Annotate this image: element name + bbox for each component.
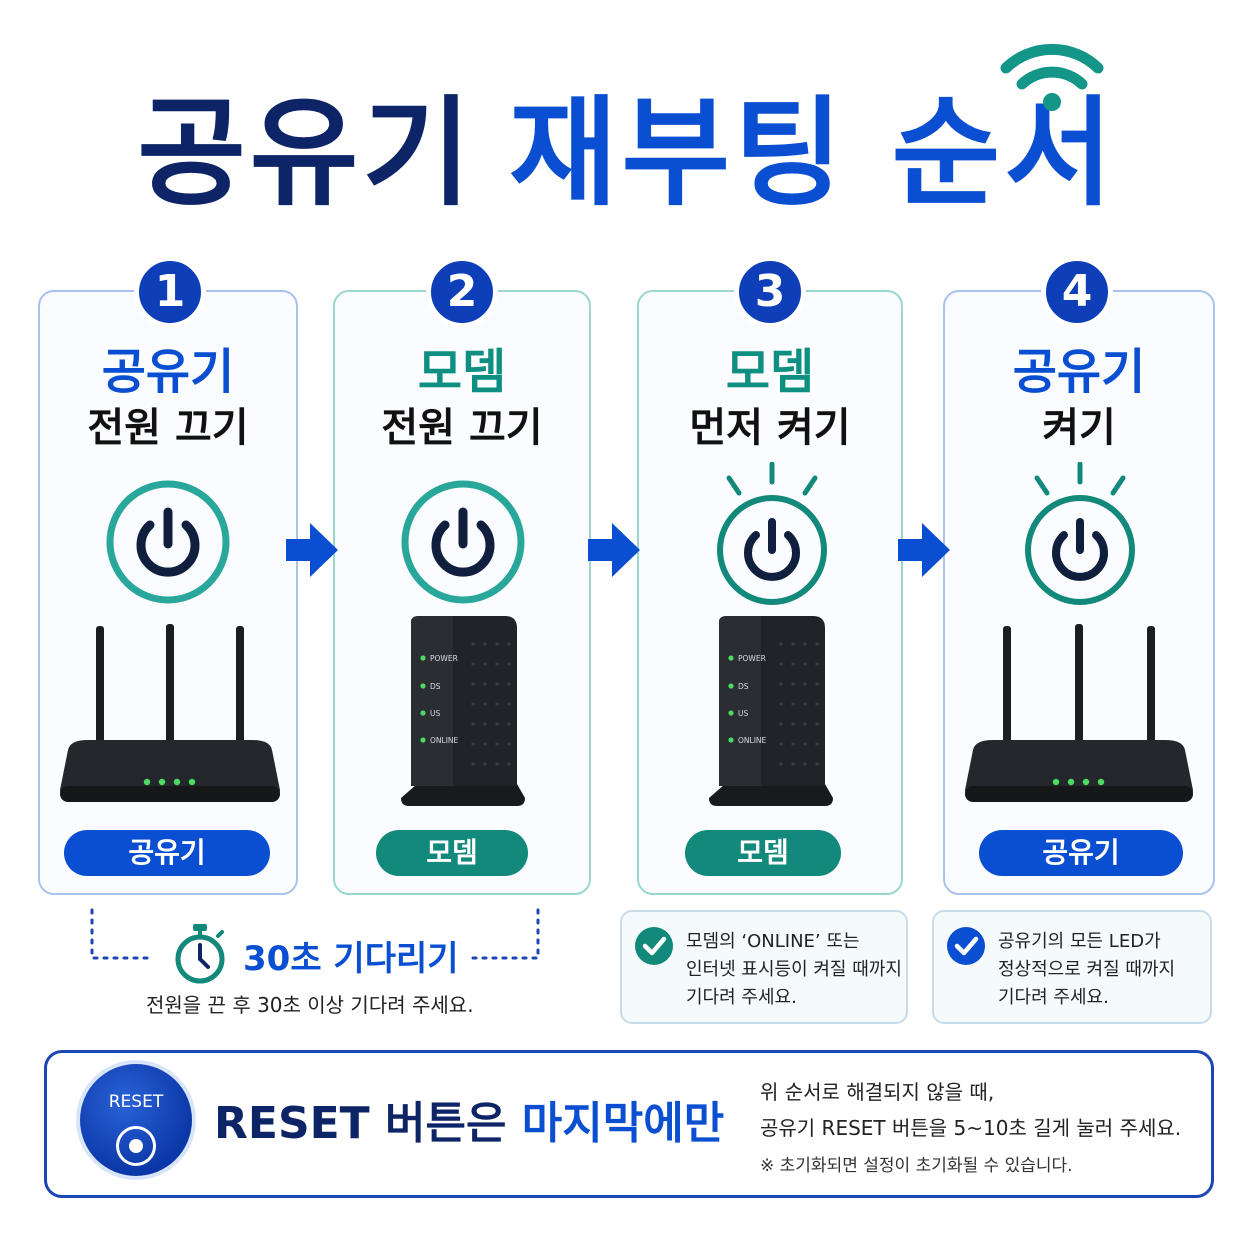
arrow-right-icon: [588, 523, 640, 577]
modem-led-label: ONLINE: [430, 736, 459, 745]
modem-led-label: US: [738, 709, 748, 718]
wait-bracket: [90, 908, 540, 960]
step-number-badge: 1: [134, 256, 206, 328]
reset-desc-line: 공유기 RESET 버튼을 5~10초 길게 눌러 주세요.: [760, 1116, 1182, 1140]
modem-image: POWER DS US ONLINE: [401, 616, 525, 806]
modem-led-label: ONLINE: [738, 736, 767, 745]
reset-headline-part2: 마지막에만: [521, 1098, 725, 1149]
reset-description: 위 순서로 해결되지 않을 때, 공유기 RESET 버튼을 5~10초 길게 …: [760, 1074, 1181, 1146]
note-line: 정상적으로 켜질 때까지: [998, 959, 1176, 980]
title-part2: 재부팅 순서: [508, 84, 1117, 222]
step-card-4: 4 공유기 켜기 공유기: [943, 256, 1215, 895]
reset-desc-line: 위 순서로 해결되지 않을 때,: [760, 1080, 995, 1104]
modem-led-label: POWER: [430, 654, 458, 663]
step-card-3: 3 모뎀 먼저 켜기 POWER DS US ONLINE: [637, 256, 903, 895]
step-number-badge: 3: [734, 256, 806, 328]
step-card-1: 1 공유기 전원 끄기 공유기: [38, 256, 298, 895]
note-line: 기다려 주세요.: [686, 987, 797, 1008]
power-on-icon: [717, 462, 827, 605]
wifi-icon: [1000, 43, 1104, 111]
note-text: 공유기의 모든 LED가 정상적으로 켜질 때까지 기다려 주세요.: [998, 928, 1175, 1012]
step-title: 공유기: [101, 344, 235, 400]
check-circle-icon: [946, 926, 986, 966]
step-number-badge: 4: [1041, 256, 1113, 328]
device-label-router: 공유기: [64, 830, 270, 876]
modem-led-label: DS: [430, 682, 441, 691]
note-line: 모뎀의 ‘ONLINE’ 또는: [686, 931, 860, 952]
reset-warning: ※ 초기화되면 설정이 초기화될 수 있습니다.: [760, 1156, 1073, 1176]
reset-button-icon: RESET: [80, 1064, 192, 1176]
note-line: 공유기의 모든 LED가: [998, 931, 1161, 952]
power-on-icon: [1025, 462, 1135, 605]
power-off-icon: [106, 480, 230, 604]
step-card-2: 2 모뎀 전원 끄기 POWER DS US ONLINE 모뎀: [333, 256, 591, 895]
step-subtitle: 전원 끄기: [87, 405, 249, 451]
step-title: 공유기: [1012, 344, 1146, 400]
note-line: 기다려 주세요.: [998, 987, 1109, 1008]
modem-image: POWER DS US ONLINE: [709, 616, 833, 806]
reset-headline: RESET 버튼은 마지막에만: [214, 1094, 724, 1154]
reset-button-label: RESET: [108, 1092, 164, 1112]
step-subtitle: 켜기: [1042, 405, 1116, 451]
step-number-badge: 2: [426, 256, 498, 328]
device-label-router: 공유기: [979, 830, 1183, 876]
note-line: 인터넷 표시등이 켜질 때까지: [686, 959, 902, 980]
wait-description: 전원을 끈 후 30초 이상 기다려 주세요.: [146, 993, 474, 1017]
wait-title: 30초 기다리기: [243, 939, 459, 979]
reset-panel: [44, 1050, 1214, 1198]
device-label-modem: 모뎀: [685, 830, 841, 876]
step-title: 모뎀: [417, 344, 507, 400]
modem-led-label: POWER: [738, 654, 766, 663]
step-title: 모뎀: [725, 344, 815, 400]
note-modem-online: 모뎀의 ‘ONLINE’ 또는 인터넷 표시등이 켜질 때까지 기다려 주세요.: [620, 910, 908, 1024]
power-off-icon: [401, 480, 525, 604]
device-label-modem: 모뎀: [376, 830, 528, 876]
note-router-led: 공유기의 모든 LED가 정상적으로 켜질 때까지 기다려 주세요.: [932, 910, 1212, 1024]
arrow-right-icon: [286, 523, 338, 577]
check-circle-icon: [634, 926, 674, 966]
stopwatch-icon: [175, 924, 225, 984]
title-part1: 공유기: [137, 84, 475, 222]
modem-led-label: DS: [738, 682, 749, 691]
modem-led-label: US: [430, 709, 440, 718]
step-subtitle: 먼저 켜기: [689, 405, 851, 451]
reset-headline-part1: RESET 버튼은: [214, 1098, 507, 1149]
step-subtitle: 전원 끄기: [381, 405, 543, 451]
note-text: 모뎀의 ‘ONLINE’ 또는 인터넷 표시등이 켜질 때까지 기다려 주세요.: [686, 928, 902, 1012]
router-image: [60, 624, 280, 802]
arrow-right-icon: [898, 523, 950, 577]
router-image: [965, 624, 1193, 802]
